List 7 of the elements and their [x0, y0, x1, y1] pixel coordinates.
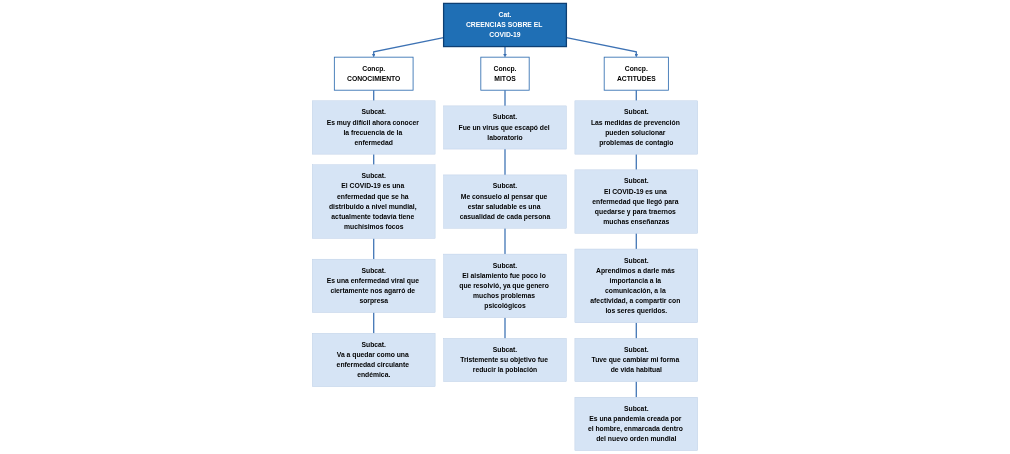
connector [373, 311, 375, 334]
connector [504, 227, 506, 255]
connector [373, 237, 375, 260]
arrow [503, 45, 507, 58]
connector [504, 317, 506, 339]
connector [504, 148, 506, 176]
connector [504, 89, 506, 107]
